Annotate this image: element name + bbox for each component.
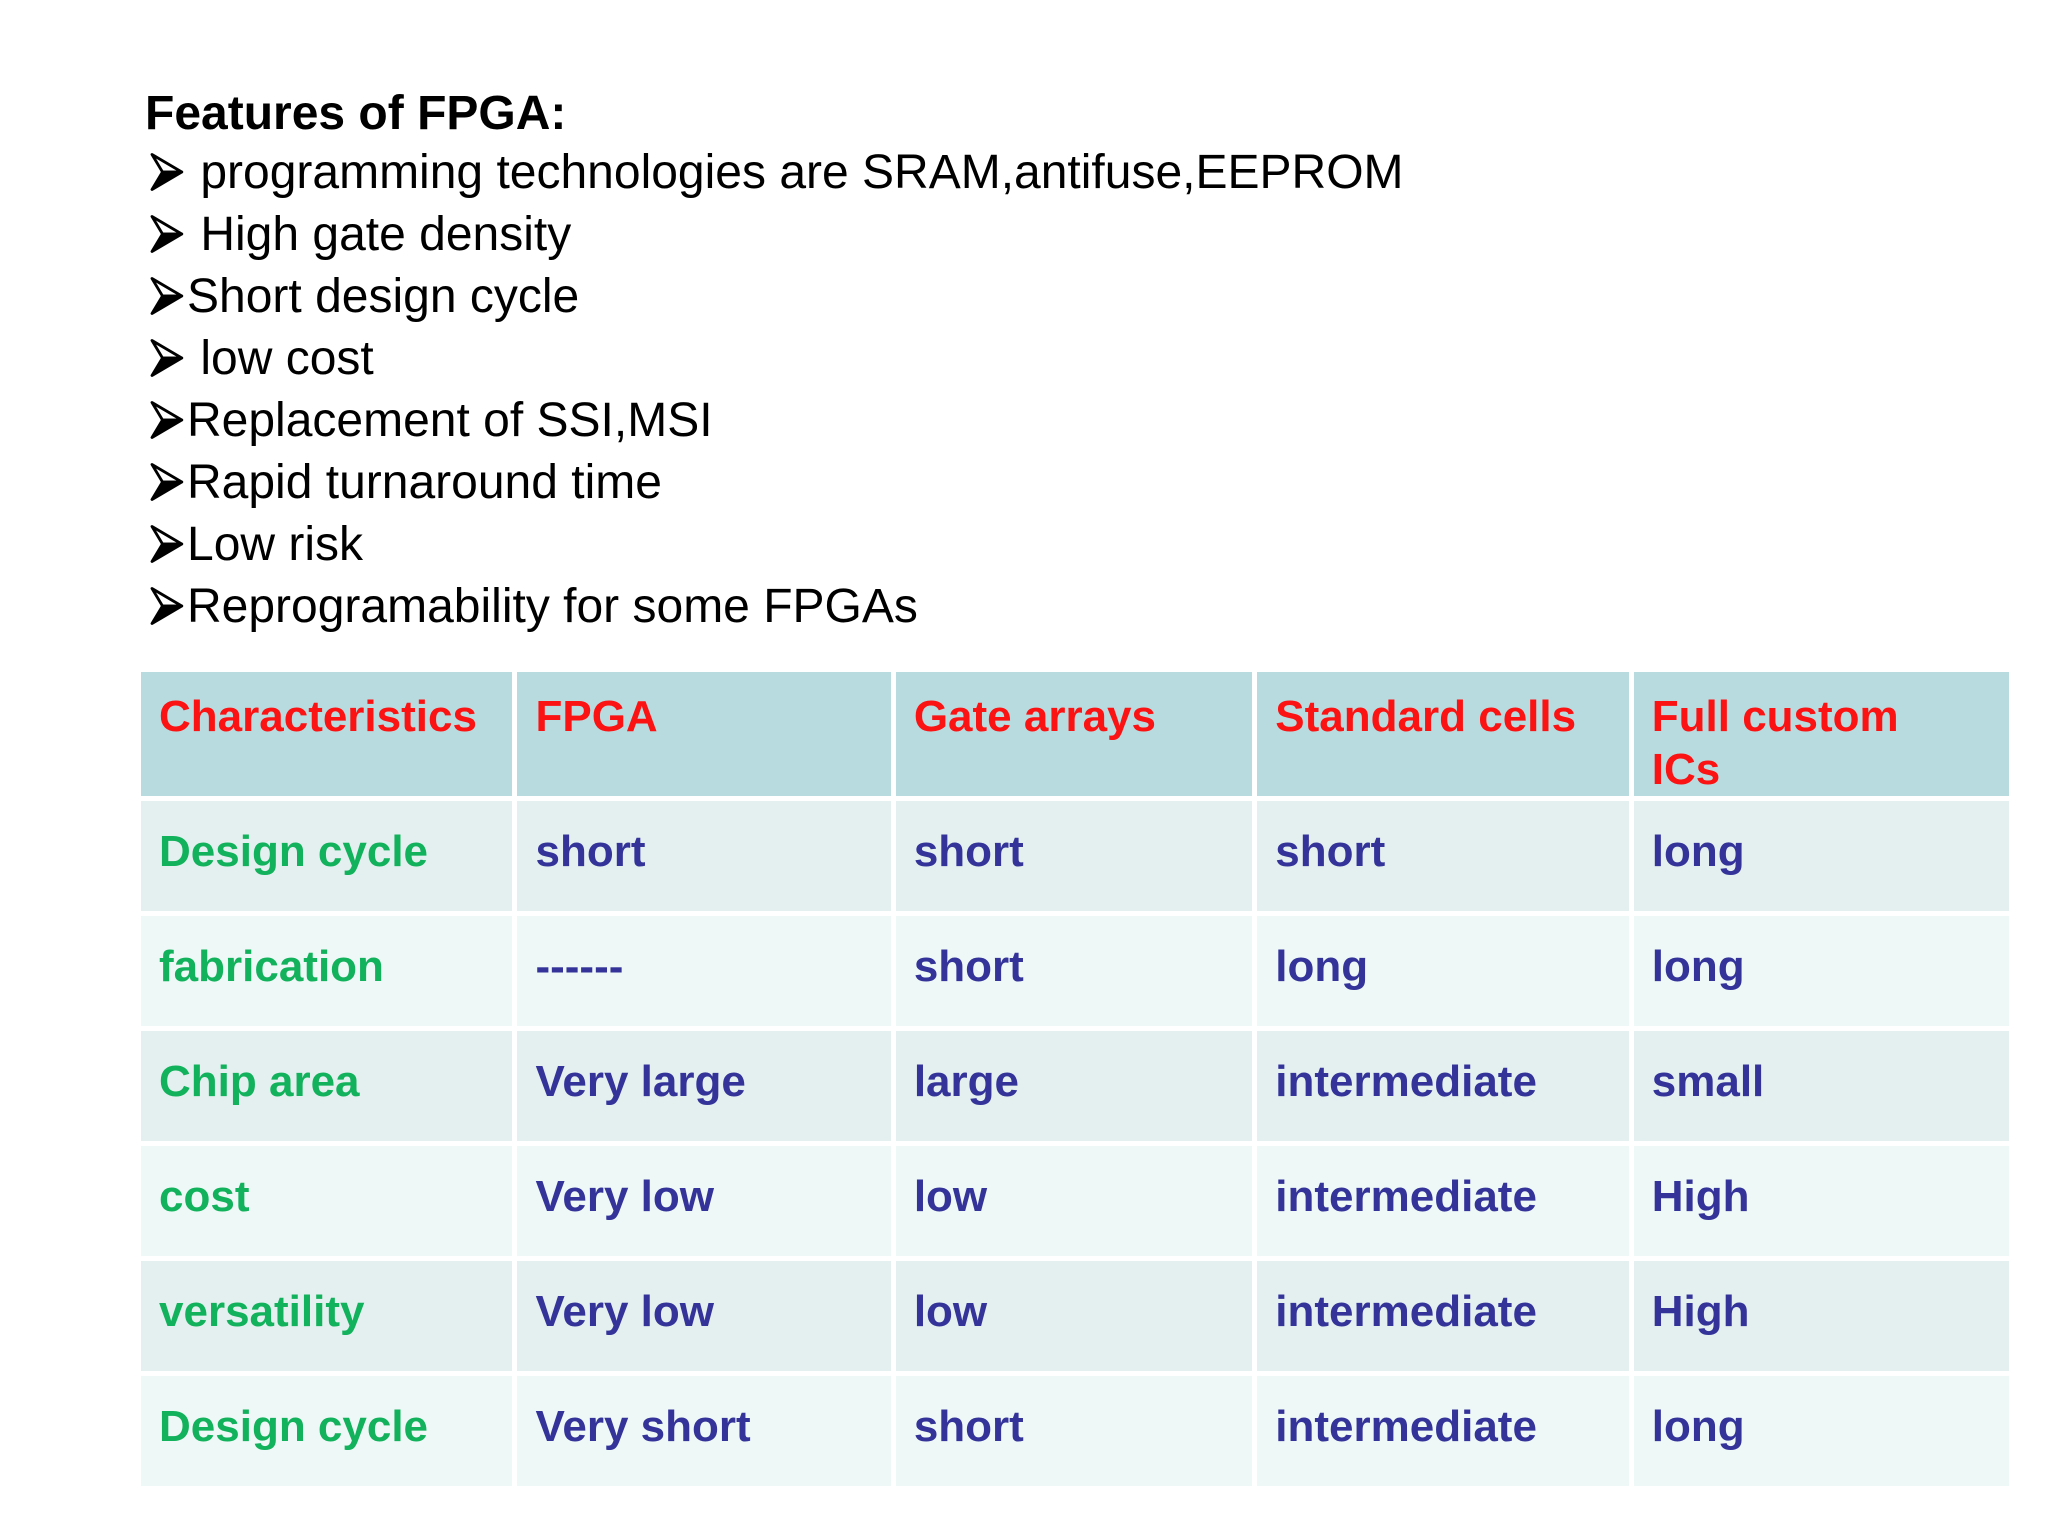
value-cell: long bbox=[1628, 911, 2015, 1031]
feature-bullet-item: programming technologies are SRAM,antifu… bbox=[145, 142, 1404, 204]
value-cell: long bbox=[1252, 911, 1634, 1031]
three-d-arrowhead-right-icon bbox=[145, 149, 187, 195]
value-cell: short bbox=[890, 1371, 1258, 1491]
three-d-arrowhead-right-icon bbox=[145, 521, 187, 567]
feature-bullet-text: Short design cycle bbox=[187, 270, 580, 323]
feature-bullet-text: low cost bbox=[187, 332, 374, 385]
feature-bullet-item: Replacement of SSI,MSI bbox=[145, 390, 1404, 452]
value-cell: small bbox=[1628, 1026, 2015, 1146]
column-header-cell: Gate arrays bbox=[890, 667, 1258, 801]
characteristic-cell: Design cycle bbox=[135, 1371, 518, 1491]
value-cell: Very low bbox=[512, 1141, 896, 1261]
characteristic-cell: cost bbox=[135, 1141, 518, 1261]
column-header-cell: FPGA bbox=[512, 667, 896, 801]
features-title: Features of FPGA: bbox=[145, 87, 567, 140]
value-cell: short bbox=[890, 911, 1258, 1031]
value-cell: long bbox=[1628, 796, 2015, 916]
feature-bullet-item: Rapid turnaround time bbox=[145, 452, 1404, 514]
feature-bullet-item: High gate density bbox=[145, 204, 1404, 266]
value-cell: Very short bbox=[512, 1371, 896, 1491]
three-d-arrowhead-right-icon bbox=[145, 397, 187, 443]
column-header-cell: Full custom ICs bbox=[1628, 667, 2015, 801]
value-cell: intermediate bbox=[1252, 1026, 1634, 1146]
feature-bullet-text: programming technologies are SRAM,antifu… bbox=[187, 146, 1404, 199]
three-d-arrowhead-right-icon bbox=[145, 335, 187, 381]
feature-bullet-text: Replacement of SSI,MSI bbox=[187, 394, 713, 447]
characteristic-cell: versatility bbox=[135, 1256, 518, 1376]
feature-bullet-text: High gate density bbox=[187, 208, 572, 261]
value-cell: short bbox=[890, 796, 1258, 916]
feature-bullet-item: Short design cycle bbox=[145, 266, 1404, 328]
value-cell: High bbox=[1628, 1256, 2015, 1376]
characteristic-cell: Chip area bbox=[135, 1026, 518, 1146]
feature-bullet-text: Rapid turnaround time bbox=[187, 456, 662, 509]
value-cell: low bbox=[890, 1256, 1258, 1376]
value-cell: short bbox=[1252, 796, 1634, 916]
value-cell: intermediate bbox=[1252, 1371, 1634, 1491]
value-cell: large bbox=[890, 1026, 1258, 1146]
three-d-arrowhead-right-icon bbox=[145, 211, 187, 257]
feature-bullet-item: Reprogramability for some FPGAs bbox=[145, 576, 1404, 638]
characteristic-cell: Design cycle bbox=[135, 796, 518, 916]
value-cell: Very low bbox=[512, 1256, 896, 1376]
feature-bullet-item: Low risk bbox=[145, 514, 1404, 576]
value-cell: long bbox=[1628, 1371, 2015, 1491]
feature-bullet-list: programming technologies are SRAM,antifu… bbox=[145, 142, 1404, 638]
feature-bullet-text: Reprogramability for some FPGAs bbox=[187, 580, 918, 633]
value-cell: intermediate bbox=[1252, 1141, 1634, 1261]
three-d-arrowhead-right-icon bbox=[145, 459, 187, 505]
column-header-cell: Standard cells bbox=[1252, 667, 1634, 801]
value-cell: low bbox=[890, 1141, 1258, 1261]
value-cell: ------ bbox=[512, 911, 896, 1031]
feature-bullet-text: Low risk bbox=[187, 518, 364, 571]
column-header-cell: Characteristics bbox=[135, 667, 518, 801]
value-cell: intermediate bbox=[1252, 1256, 1634, 1376]
value-cell: short bbox=[512, 796, 896, 916]
value-cell: High bbox=[1628, 1141, 2015, 1261]
three-d-arrowhead-right-icon bbox=[145, 583, 187, 629]
features-section: Features of FPGA: programming technologi… bbox=[145, 86, 1404, 638]
feature-bullet-item: low cost bbox=[145, 328, 1404, 390]
three-d-arrowhead-right-icon bbox=[145, 273, 187, 319]
value-cell: Very large bbox=[512, 1026, 896, 1146]
characteristic-cell: fabrication bbox=[135, 911, 518, 1031]
